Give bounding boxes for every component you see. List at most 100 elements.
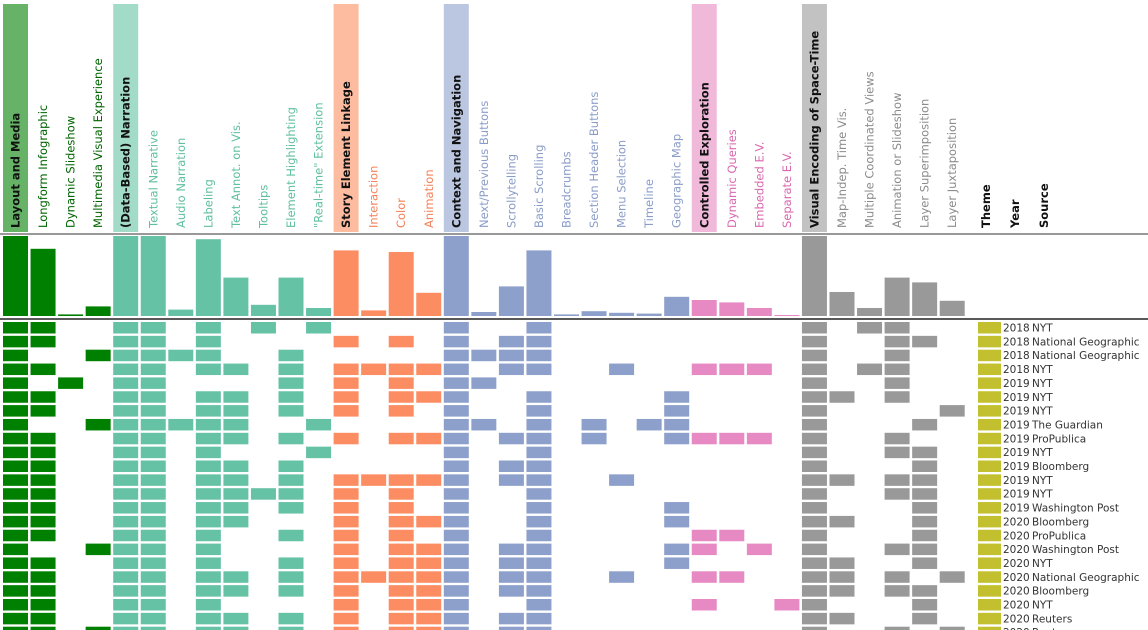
heatmap-cell (278, 557, 304, 569)
heatmap-cell (912, 529, 938, 542)
heatmap-cell (3, 391, 28, 403)
heatmap-cell (443, 474, 469, 486)
heatmap-cell (388, 363, 414, 376)
heatmap-cell (526, 391, 552, 403)
heatmap-cell (388, 529, 414, 542)
heatmap-cell (498, 349, 524, 362)
row-source: ProPublica (1032, 433, 1086, 445)
heatmap-cell (113, 322, 139, 334)
theme-cell (978, 377, 1001, 389)
heatmap-cell (498, 474, 524, 486)
heatmap-cell (526, 363, 552, 376)
heatmap-cell (30, 446, 56, 459)
theme-cell (978, 474, 1001, 486)
heatmap-cell (416, 515, 442, 528)
heatmap-cell (801, 557, 827, 569)
heatmap-cell (30, 502, 56, 514)
heatmap-cell (195, 418, 221, 431)
heatmap-cell (636, 418, 662, 431)
heatmap-cell (30, 557, 56, 569)
row-source: NYT (1032, 378, 1053, 390)
heatmap-cell (223, 474, 249, 486)
heatmap-cell (223, 502, 249, 514)
heatmap-cell (30, 363, 56, 376)
heatmap-cell (3, 432, 28, 445)
frequency-bar (829, 292, 855, 316)
column-label: Context and Navigation (449, 75, 463, 228)
frequency-bar (3, 236, 28, 316)
heatmap-cell (30, 335, 56, 348)
heatmap-cell (30, 515, 56, 528)
heatmap-cell (498, 363, 524, 376)
row-source: Reuters (1032, 613, 1072, 625)
heatmap-cell (884, 474, 910, 486)
heatmap-cell (801, 571, 827, 583)
heatmap-cell (691, 543, 717, 556)
heatmap-cell (443, 418, 469, 431)
heatmap-cell (719, 363, 745, 376)
frequency-bar (416, 292, 442, 316)
heatmap-cell (223, 391, 249, 403)
column-label: Layer Juxtaposition (945, 118, 959, 228)
heatmap-cell (113, 529, 139, 542)
heatmap-cell (223, 363, 249, 376)
heatmap-cell (30, 488, 56, 500)
heatmap-cell (443, 626, 469, 630)
row-source: NYT (1032, 558, 1053, 570)
heatmap-cell (3, 488, 28, 500)
heatmap-cell (801, 543, 827, 556)
heatmap-cell (939, 405, 965, 417)
heatmap-cell (829, 612, 855, 625)
row-source: Washington Post (1032, 503, 1119, 515)
heatmap-cell (361, 474, 387, 486)
heatmap-cell (278, 405, 304, 417)
heatmap-cell (85, 418, 111, 431)
heatmap-cell (884, 391, 910, 403)
heatmap-cell (113, 446, 139, 459)
heatmap-cell (3, 363, 28, 376)
heatmap-cell (140, 474, 166, 486)
heatmap-cell (3, 585, 28, 597)
heatmap-cell (609, 474, 635, 486)
heatmap-cell (581, 418, 607, 431)
column-label: Text Annot. on Vis. (229, 121, 243, 229)
heatmap-cell (498, 543, 524, 556)
heatmap-cell (250, 322, 276, 334)
heatmap-cell (801, 418, 827, 431)
heatmap-cell (388, 391, 414, 403)
heatmap-cell (140, 626, 166, 630)
heatmap-cell (912, 543, 938, 556)
heatmap-cell (884, 585, 910, 597)
frequency-bar (58, 314, 84, 316)
column-label: Timeline (642, 179, 656, 229)
heatmap-cell (526, 405, 552, 417)
heatmap-cell (168, 418, 194, 431)
heatmap-cell (443, 515, 469, 528)
heatmap-cell (30, 585, 56, 597)
heatmap-cell (140, 349, 166, 362)
row-year: 2020 (1003, 516, 1030, 528)
heatmap-cell (140, 446, 166, 459)
frequency-bar (554, 314, 579, 316)
heatmap-cell (223, 488, 249, 500)
row-source: Bloomberg (1032, 516, 1089, 528)
heatmap-cell (609, 571, 635, 583)
heatmap-cell (664, 515, 690, 528)
frequency-bar (939, 300, 965, 316)
group-header-band (113, 4, 139, 232)
column-label: Textual Narrative (146, 130, 160, 229)
heatmap-cell (801, 599, 827, 611)
heatmap-cell (857, 322, 883, 334)
row-year: 2018 (1003, 323, 1030, 335)
heatmap-cell (30, 322, 56, 334)
column-label: Layer Superimposition (918, 99, 932, 228)
heatmap-cell (3, 460, 28, 472)
heatmap-cell (223, 418, 249, 431)
heatmap-cell (912, 335, 938, 348)
heatmap-cell (195, 502, 221, 514)
column-label: Breadcrumbs (560, 151, 574, 228)
row-year: 2020 (1003, 613, 1030, 625)
heatmap-cell (195, 349, 221, 362)
heatmap-cell (526, 599, 552, 611)
